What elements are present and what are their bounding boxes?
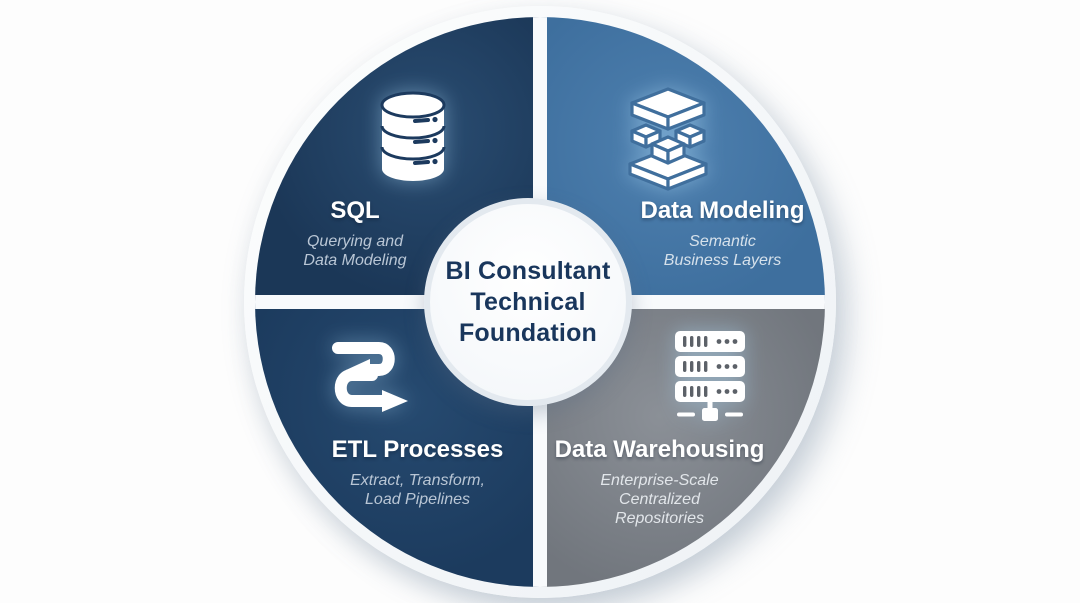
label-data-modeling: Data Modeling Semantic Business Layers [600, 197, 845, 270]
center-title-line: Technical [470, 287, 586, 316]
database-icon [373, 90, 453, 185]
label-etl-processes: ETL Processes Extract, Transform, Load P… [295, 436, 540, 509]
label-data-warehousing: Data Warehousing Enterprise-Scale Centra… [542, 436, 777, 528]
center-title-line: BI Consultant [445, 256, 611, 285]
quadrant-subtitle: Extract, Transform, Load Pipelines [350, 472, 485, 508]
quadrant-subtitle: Querying and Data Modeling [303, 233, 407, 269]
quadrant-subtitle: Semantic Business Layers [663, 233, 782, 269]
center-title-line: Foundation [458, 318, 598, 347]
quadrant-title: ETL Processes [331, 436, 504, 463]
server-rack-icon [671, 331, 749, 423]
center-title: BI Consultant Technical Foundation [445, 256, 610, 349]
quadrant-disc: BI Consultant Technical Foundation [255, 17, 825, 587]
quadrant-title: Data Warehousing [554, 436, 765, 463]
center-hub: BI Consultant Technical Foundation [424, 198, 632, 406]
quadrant-title: Data Modeling [640, 197, 805, 224]
quadrant-subtitle: Enterprise-Scale Centralized Repositorie… [600, 472, 719, 527]
etl-loop-arrows-icon [324, 335, 420, 421]
data-layers-cube-icon [622, 85, 714, 193]
quadrant-title: SQL [330, 197, 380, 224]
label-sql: SQL Querying and Data Modeling [240, 197, 470, 270]
foundation-wheel: BI Consultant Technical Foundation [244, 6, 836, 598]
